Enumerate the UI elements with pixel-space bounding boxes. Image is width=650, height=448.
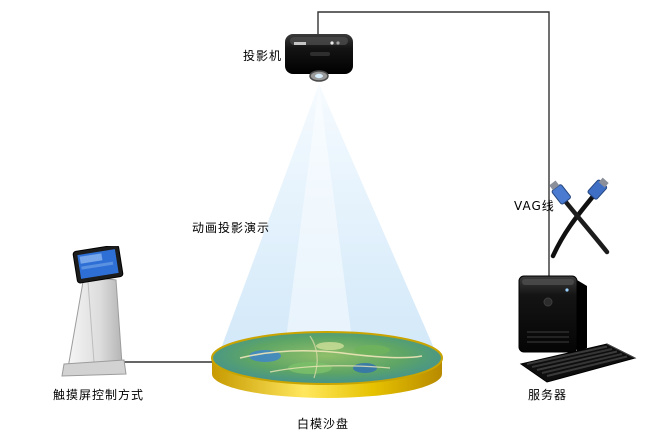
keyboard [519, 343, 637, 383]
kiosk-base [61, 359, 127, 377]
kiosk-label: 触摸屏控制方式 [53, 388, 145, 402]
cable-label: VAG线 [514, 199, 555, 213]
vga-cable-icon [549, 177, 610, 259]
server [518, 275, 637, 383]
sand-table-label: 白模沙盘 [297, 417, 350, 431]
projector-label: 投影机 [243, 49, 283, 63]
sand-table [211, 331, 443, 398]
sand-table-map [211, 331, 443, 385]
kiosk [61, 246, 127, 377]
sand-table-map-details [239, 335, 423, 379]
kiosk-screen [72, 246, 124, 284]
kiosk-body [67, 275, 123, 369]
projector [285, 34, 353, 82]
server-tower [518, 275, 578, 353]
cone-label: 动画投影演示 [192, 221, 271, 235]
server-label: 服务器 [528, 388, 568, 402]
server-side [577, 280, 587, 352]
